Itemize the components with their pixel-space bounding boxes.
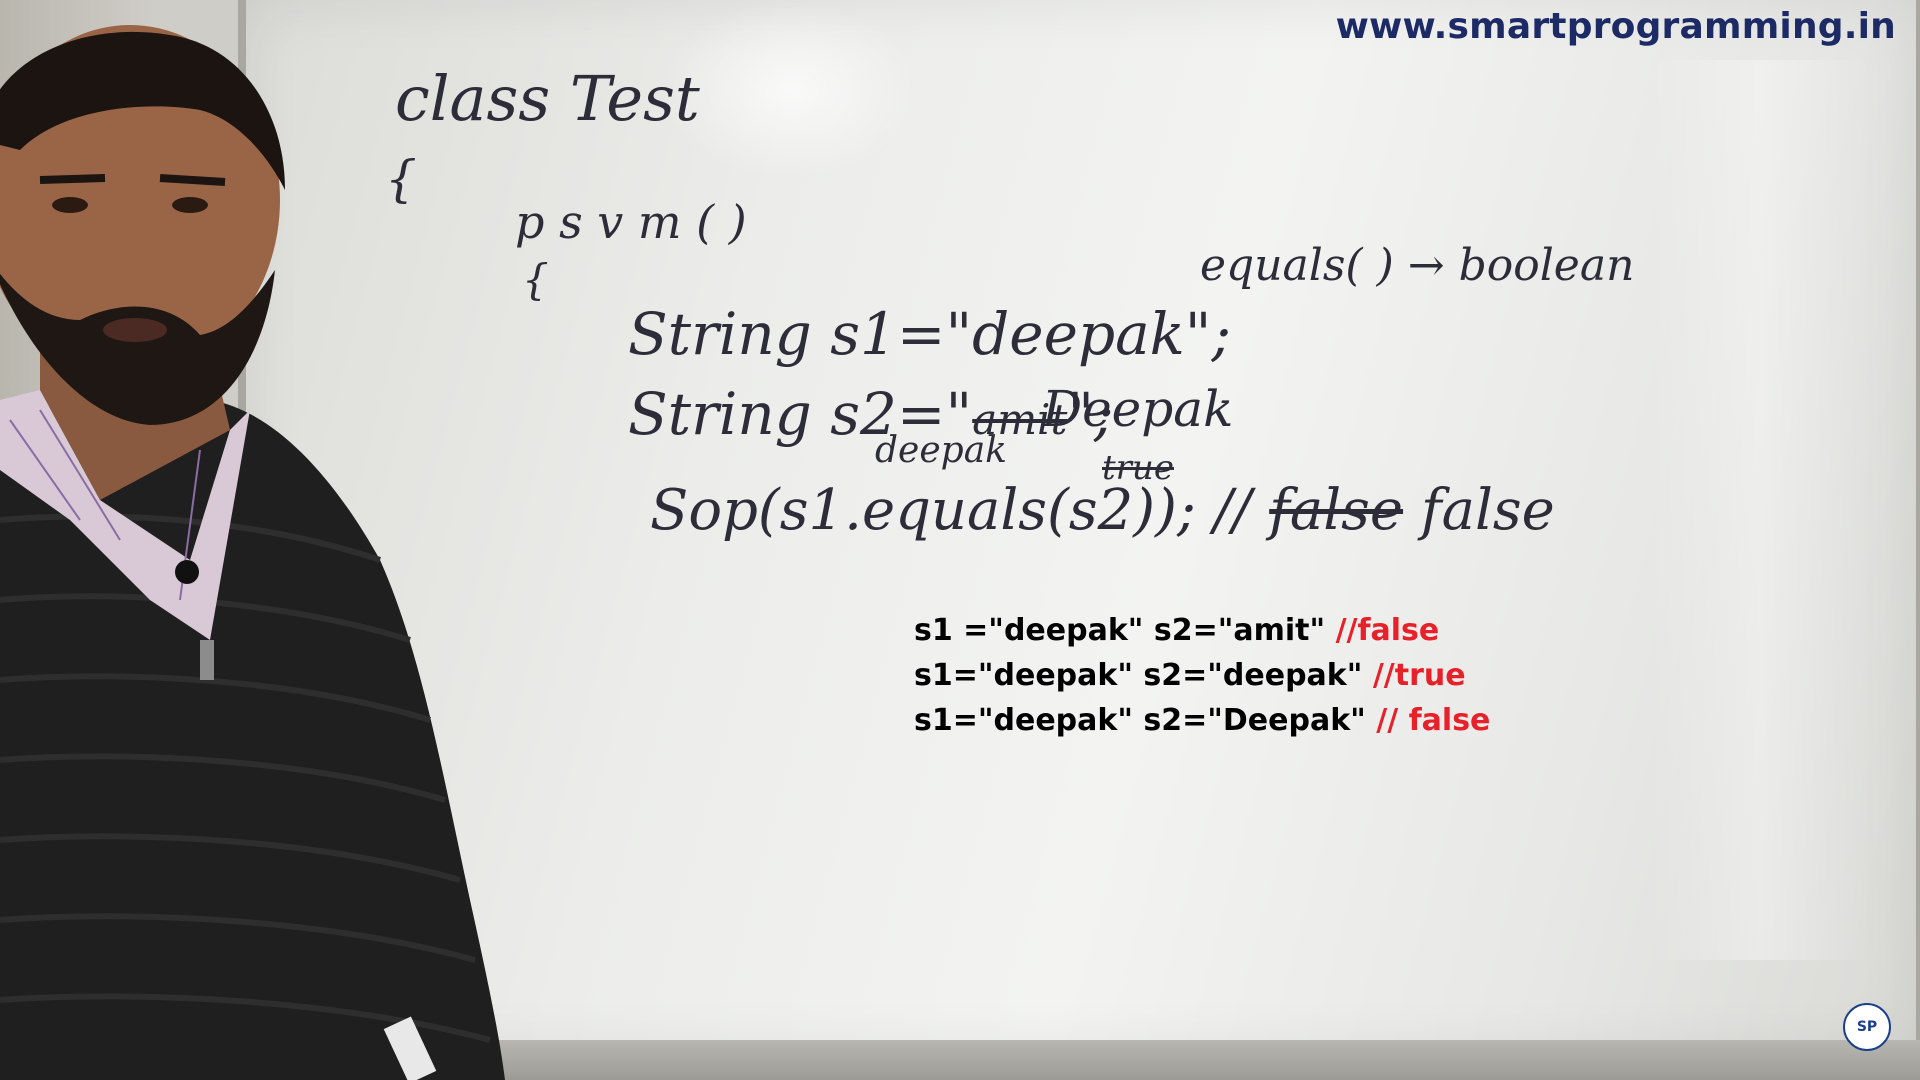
caption-code: s1 ="deepak" s2="amit" <box>914 613 1336 648</box>
light-glare <box>660 0 920 180</box>
board-s1-line: String s1="deepak"; <box>628 300 1232 368</box>
sop-false-final: false <box>1420 478 1555 543</box>
presenter-beard <box>0 270 275 425</box>
presenter <box>0 25 505 1080</box>
caption-row: s1="deepak" s2="Deepak" // false <box>914 698 1490 743</box>
presenter-hair <box>0 31 285 190</box>
caption-comment: // false <box>1376 703 1491 738</box>
board-s2-note: Deepak <box>1042 380 1234 438</box>
caption-comment: //false <box>1335 613 1440 648</box>
caption-row: s1 ="deepak" s2="amit" //false <box>914 608 1490 653</box>
board-class-line: class Test <box>395 62 700 135</box>
board-open-brace: { <box>385 150 417 208</box>
board-true-struck: true <box>1102 448 1174 488</box>
caption-row: s1="deepak" s2="deepak" //true <box>914 653 1490 698</box>
caption-comment: //true <box>1372 658 1466 693</box>
board-psvm-line: p s v m ( ) <box>515 195 747 249</box>
sop-false-struck: false <box>1269 478 1404 543</box>
board-s2-alt: deepak <box>875 430 1007 471</box>
channel-logo: SP <box>1843 1003 1891 1051</box>
sop-code: Sop(s1.equals(s2)); // <box>650 478 1252 543</box>
whiteboard <box>238 0 1920 1052</box>
whiteboard-tray <box>238 1040 1920 1080</box>
caption-code: s1="deepak" s2="deepak" <box>914 658 1373 693</box>
website-watermark: www.smartprogramming.in <box>1335 6 1896 47</box>
s2-prefix: String s2=" <box>628 380 973 448</box>
board-s2-line: String s2="amit"; <box>628 380 1114 448</box>
s2-suffix: "; <box>1067 380 1114 448</box>
light-glare-right <box>1650 60 1870 960</box>
board-equals-note: equals( ) → boolean <box>1200 240 1635 291</box>
caption-overlay: s1 ="deepak" s2="amit" //false s1="deepa… <box>914 608 1490 743</box>
board-method-brace: { <box>522 255 549 304</box>
s2-struck-value: amit <box>972 395 1068 444</box>
caption-code: s1="deepak" s2="Deepak" <box>914 703 1377 738</box>
board-sop-line: Sop(s1.equals(s2)); // false false <box>650 478 1555 543</box>
